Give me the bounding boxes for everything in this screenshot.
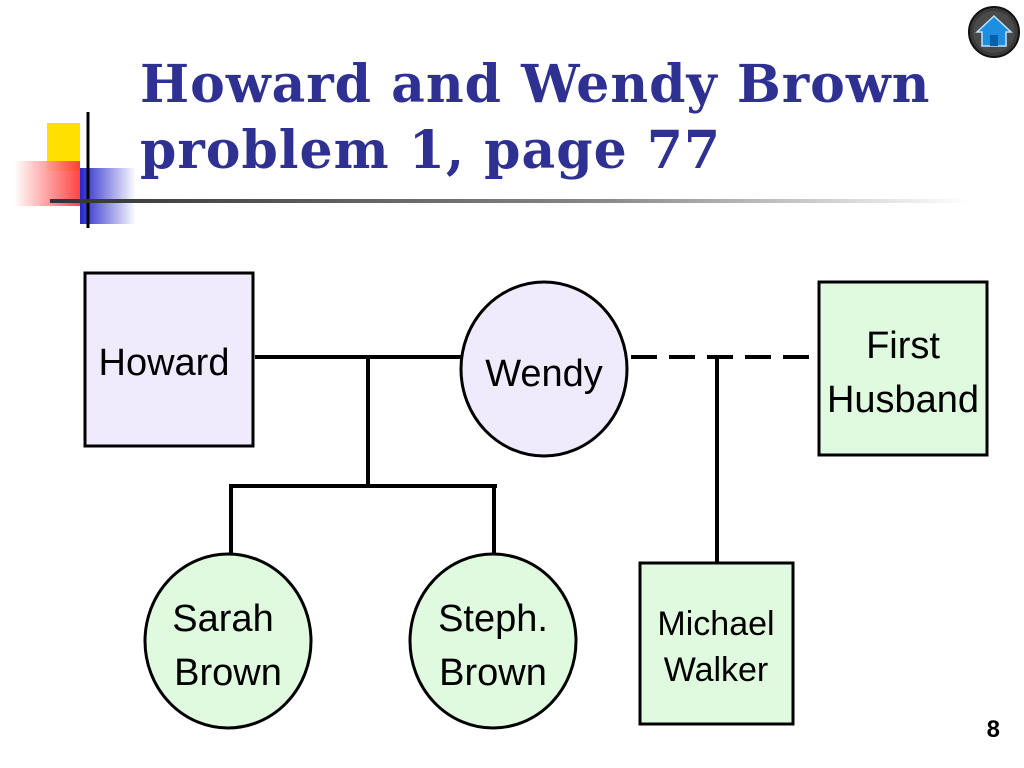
person-wendy-name: Wendy [485,353,603,395]
person-michael-walker-name-line-2: Walker [664,651,769,689]
deco-red-square [14,161,80,206]
person-sarah-brown-circle [143,552,313,730]
person-first-husband-square [817,280,989,457]
slide-title-line-1: Howard and Wendy Brown [140,54,931,115]
person-michael-walker-square [638,561,795,726]
person-steph-brown: Steph. Brown [408,552,578,730]
page-number: 8 [986,716,1000,743]
person-steph-brown-circle [408,552,578,730]
relationship-lines [229,355,818,563]
person-michael-walker-name-line-1: Michael [657,605,774,643]
person-first-husband-name-line-1: First [866,325,940,367]
person-steph-brown-name-line-2: Brown [439,652,547,694]
person-steph-brown-name-line-1: Steph. [438,598,548,640]
home-icon [968,6,1020,58]
home-button[interactable] [967,5,1021,59]
slide-title: Howard and Wendy Brown problem 1, page 7… [140,52,930,184]
person-howard: Howard [83,271,255,448]
person-wendy-circle [459,280,629,458]
person-wendy: Wendy [459,280,629,458]
person-howard-name: Howard [99,342,230,384]
title-underline [50,199,970,203]
person-sarah-brown: Sarah Brown [143,552,313,730]
person-sarah-brown-name-line-1: Sarah [172,598,273,640]
person-sarah-brown-name-line-2: Brown [174,652,282,694]
person-first-husband: First Husband [817,280,989,457]
title-decoration [14,112,970,228]
person-howard-square [83,271,255,448]
slide-title-line-2: problem 1, page 77 [140,120,722,181]
person-first-husband-name-line-2: Husband [827,379,979,421]
person-michael-walker: Michael Walker [638,561,795,726]
